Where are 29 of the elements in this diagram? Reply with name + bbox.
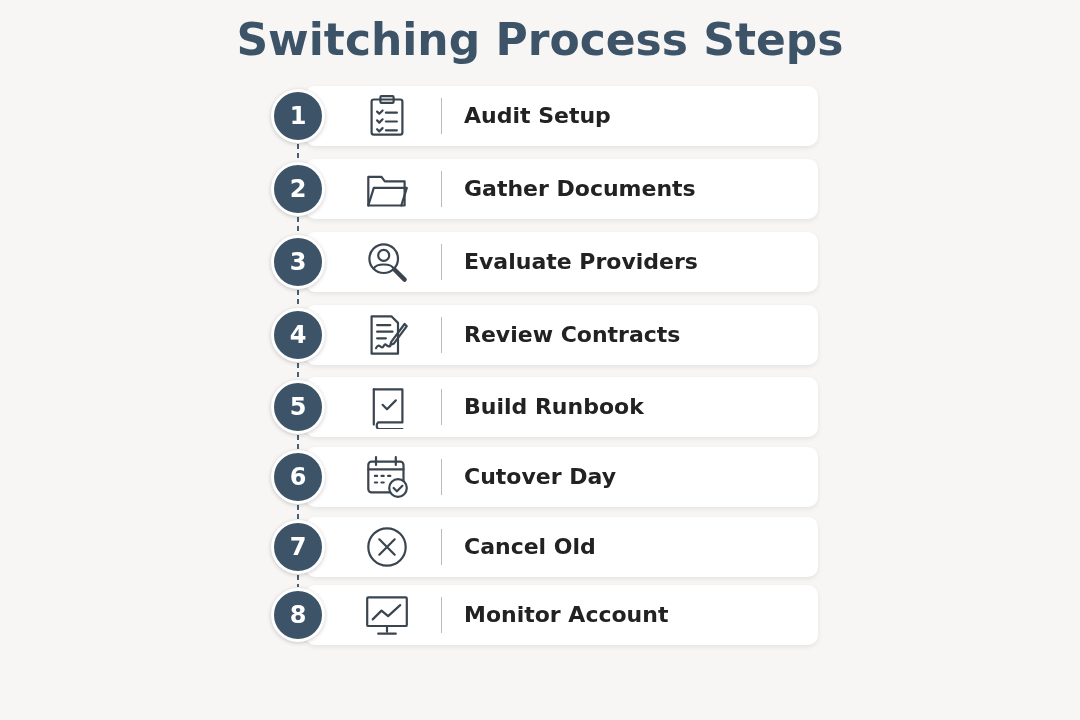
step-number-circle: 4 <box>271 308 325 362</box>
step-number-circle: 8 <box>271 588 325 642</box>
step-card <box>305 232 818 292</box>
step-label: Review Contracts <box>464 321 681 349</box>
step-number-circle: 3 <box>271 235 325 289</box>
step-label: Monitor Account <box>464 601 669 629</box>
dashed-connector <box>297 434 299 450</box>
step-label: Evaluate Providers <box>464 248 698 276</box>
step-card <box>305 517 818 577</box>
step-card <box>305 377 818 437</box>
step-number-circle: 1 <box>271 89 325 143</box>
dashed-connector <box>297 362 299 380</box>
step-label: Cancel Old <box>464 533 596 561</box>
dashed-connector <box>297 574 299 588</box>
step-label: Cutover Day <box>464 463 616 491</box>
step-label: Gather Documents <box>464 175 696 203</box>
step-number-circle: 5 <box>271 380 325 434</box>
step-label: Build Runbook <box>464 393 644 421</box>
step-number-circle: 7 <box>271 520 325 574</box>
step-card <box>305 585 818 645</box>
step-card <box>305 447 818 507</box>
dashed-connector <box>297 504 299 520</box>
step-card <box>305 86 818 146</box>
step-card <box>305 305 818 365</box>
step-card <box>305 159 818 219</box>
step-label: Audit Setup <box>464 102 611 130</box>
step-number-circle: 6 <box>271 450 325 504</box>
title: Switching Process Steps <box>236 14 844 65</box>
step-number-circle: 2 <box>271 162 325 216</box>
